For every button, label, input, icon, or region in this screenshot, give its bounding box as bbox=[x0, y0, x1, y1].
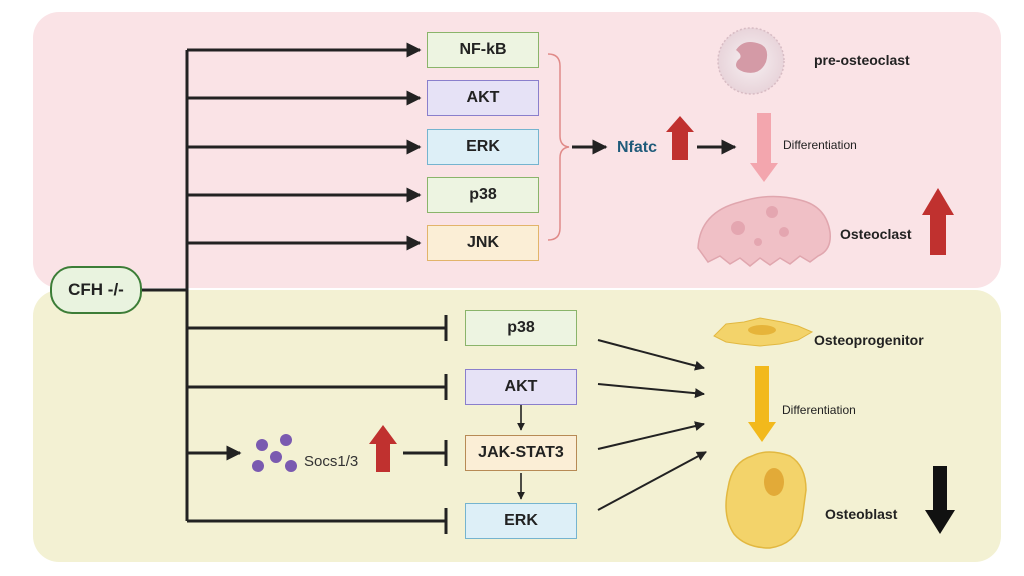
pathway-p38: p38 bbox=[427, 177, 539, 213]
socs-label: Socs1/3 bbox=[304, 453, 359, 470]
activation-arrows bbox=[187, 42, 422, 251]
osteoclast-up-arrow bbox=[922, 188, 954, 255]
osteoprogenitor-label: Osteoprogenitor bbox=[814, 332, 924, 348]
osteoprogenitor-cell bbox=[713, 317, 814, 347]
pre-osteoclast-cell bbox=[717, 27, 785, 95]
pathway-brace bbox=[547, 53, 570, 241]
pathway-p38-inhibited: p38 bbox=[465, 310, 577, 346]
pathway-akt: AKT bbox=[427, 80, 539, 116]
osteoclast-cell bbox=[697, 195, 831, 267]
osteoblast-down-arrow bbox=[925, 466, 955, 534]
pathway-jnk: JNK bbox=[427, 225, 539, 261]
pathway-jak-stat3: JAK-STAT3 bbox=[465, 435, 577, 471]
osteoblast-cell bbox=[725, 451, 807, 549]
osteoblast-converging-arrows bbox=[597, 339, 707, 511]
nfatc-label: Nfatc bbox=[617, 139, 658, 156]
inhibition-lines bbox=[187, 315, 448, 534]
osteoclast-differentiation-label: Differentiation bbox=[783, 138, 857, 152]
osteoblast-differentiation-label: Differentiation bbox=[782, 403, 856, 417]
cfh-node: CFH -/- bbox=[50, 266, 142, 314]
socs-molecule-cluster bbox=[252, 434, 297, 472]
osteoblast-differentiation-arrow bbox=[748, 366, 776, 442]
pathway-erk-inhibited: ERK bbox=[465, 503, 577, 539]
osteoclast-label: Osteoclast bbox=[840, 226, 912, 242]
pathway-akt-inhibited: AKT bbox=[465, 369, 577, 405]
nfatc-up-arrow bbox=[666, 116, 694, 160]
socs-up-arrow bbox=[369, 425, 397, 472]
pathway-nfkb: NF-kB bbox=[427, 32, 539, 68]
pre-osteoclast-label: pre-osteoclast bbox=[814, 52, 910, 68]
pathway-erk: ERK bbox=[427, 129, 539, 165]
cfh-trunk bbox=[142, 50, 189, 521]
osteoblast-label: Osteoblast bbox=[825, 506, 898, 522]
osteoclast-differentiation-arrow bbox=[750, 113, 778, 182]
